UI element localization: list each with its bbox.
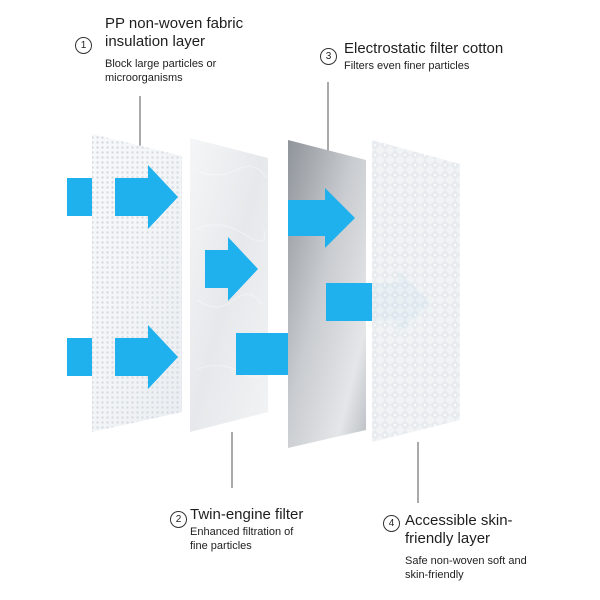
layer-1-title-line-2: insulation layer <box>105 33 206 50</box>
arrow-row1-b <box>288 188 355 248</box>
layer-1-title-line-1: PP non-woven fabric <box>105 15 244 32</box>
arrow-row2-a <box>205 237 258 301</box>
arrow-row3-a <box>115 325 178 389</box>
arrow-row1-a <box>115 165 178 229</box>
layer-3-desc-line-1: Filters even finer particles <box>344 60 470 72</box>
layer-1-number: 1 <box>75 37 92 54</box>
layer-4-desc-line-1: Safe non-woven soft and <box>405 555 527 567</box>
layer-1-desc-line-2: microorganisms <box>105 72 183 84</box>
layer-3-title-line-1: Electrostatic filter cotton <box>344 40 504 57</box>
layer-4-title-line-1: Accessible skin- <box>405 512 513 529</box>
layer-4-skin-friendly-sheet <box>372 140 460 442</box>
layer-3-number: 3 <box>320 48 337 65</box>
layer-4-title-line-2: friendly layer <box>405 530 491 547</box>
layer-4-number: 4 <box>383 515 400 532</box>
layer-2-title-line-1: Twin-engine filter <box>190 506 304 523</box>
layer-4-desc-line-2: skin-friendly <box>405 569 464 581</box>
layer-2-desc-line-1: Enhanced filtration of <box>190 526 294 538</box>
layer-1-desc-line-1: Block large particles or <box>105 58 217 70</box>
layer-2-desc-line-2: fine particles <box>190 540 252 552</box>
layer-2-number: 2 <box>170 511 187 528</box>
